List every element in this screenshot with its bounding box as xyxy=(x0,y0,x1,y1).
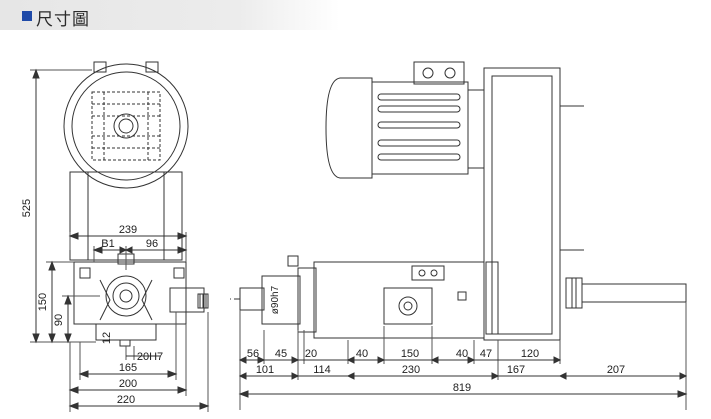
page-title: 尺寸圖 xyxy=(36,10,90,30)
dim-side-spindle-dia: ø90h7 xyxy=(270,285,281,314)
dim-side-20: 20 xyxy=(305,348,317,360)
dim-side-101: 101 xyxy=(256,364,274,376)
front-motor-grille xyxy=(91,91,161,161)
front-motor-outer xyxy=(63,63,189,189)
side-spindle-nose xyxy=(239,287,265,311)
dim-front-height: 525 xyxy=(21,199,33,217)
front-spindle-ring xyxy=(105,275,147,317)
dim-front-12: 12 xyxy=(101,332,113,344)
dim-front-90: 90 xyxy=(53,314,65,326)
dim-front-200: 200 xyxy=(119,378,137,390)
front-motor-hub xyxy=(113,113,139,139)
dim-side-56: 56 xyxy=(247,348,259,360)
side-motor-fan-cover xyxy=(325,77,373,179)
header-square-icon xyxy=(22,11,32,21)
side-spindle-head xyxy=(313,261,485,339)
front-motor-inner xyxy=(71,71,181,181)
side-terminal-box xyxy=(413,61,465,85)
side-feed-gearbox xyxy=(383,287,433,325)
dim-side-230: 230 xyxy=(402,364,420,376)
front-view xyxy=(30,61,210,412)
dim-front-165: 165 xyxy=(119,362,137,374)
front-gear-head xyxy=(73,261,187,325)
dim-side-40b: 40 xyxy=(456,348,468,360)
dim-side-47: 47 xyxy=(480,348,492,360)
front-feed-box xyxy=(169,287,205,313)
dim-front-220: 220 xyxy=(117,394,135,406)
side-column xyxy=(483,67,561,341)
dim-front-width-top: 239 xyxy=(119,224,137,236)
dim-side-150: 150 xyxy=(401,348,419,360)
side-view xyxy=(230,61,688,410)
dim-side-45: 45 xyxy=(275,348,287,360)
dim-side-819: 819 xyxy=(453,382,471,394)
side-rear-shaft xyxy=(581,283,687,303)
dim-front-b1: B1 xyxy=(101,238,114,250)
dim-side-40a: 40 xyxy=(356,348,368,360)
dim-side-207: 207 xyxy=(607,364,625,376)
header-bar xyxy=(0,0,340,30)
dim-side-114: 114 xyxy=(313,364,331,376)
dim-front-20h7: 20H7 xyxy=(137,351,163,363)
dim-front-96: 96 xyxy=(146,238,158,250)
dim-side-167: 167 xyxy=(507,364,525,376)
dim-front-150: 150 xyxy=(37,293,49,311)
dim-side-120: 120 xyxy=(521,348,539,360)
side-quill xyxy=(261,275,301,325)
